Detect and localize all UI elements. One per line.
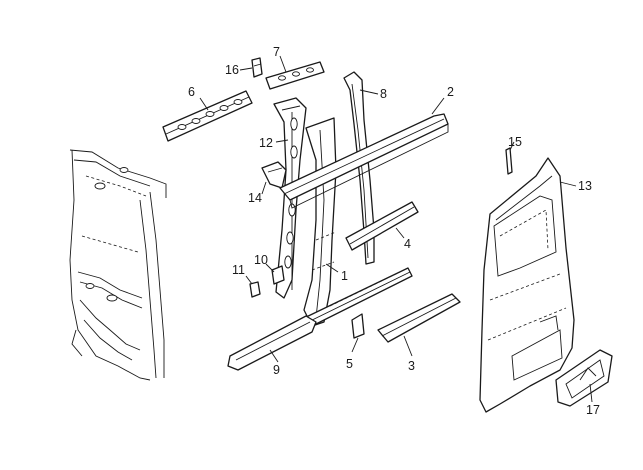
part-14-bracket [261, 161, 287, 189]
callout-8: 8 [380, 87, 387, 101]
callout-9: 9 [273, 363, 280, 377]
callout-1: 1 [341, 269, 348, 283]
callout-10: 10 [254, 253, 268, 267]
part-4-side-member [345, 201, 419, 251]
callout-2: 2 [447, 85, 454, 99]
part-1-b-pillar [303, 117, 337, 327]
part-10-bracket [271, 265, 285, 285]
part-13-sliding-door [479, 157, 575, 413]
callout-12: 12 [259, 136, 273, 150]
callout-7: 7 [273, 45, 280, 59]
part-6-roof-rail-reinforcement [162, 90, 253, 142]
part-16-bracket [251, 57, 263, 78]
part-17-window-frame [555, 349, 613, 407]
callout-13: 13 [578, 179, 592, 193]
callout-6: 6 [188, 85, 195, 99]
callout-17: 17 [586, 403, 600, 417]
callout-labels: 1 2 3 4 5 6 7 8 9 10 11 12 13 14 15 16 1… [188, 45, 600, 417]
part-15-strip [505, 147, 513, 175]
callout-14: 14 [248, 191, 262, 205]
callout-16: 16 [225, 63, 239, 77]
part-5-plate [351, 313, 365, 339]
callout-15: 15 [508, 135, 522, 149]
callout-3: 3 [408, 359, 415, 373]
part-9-sill [227, 315, 317, 371]
part-2-roof-side-rail [279, 113, 449, 209]
part-7-upper-rail [265, 61, 325, 90]
body-frame [69, 149, 167, 381]
callout-11: 11 [232, 263, 245, 277]
part-3-rocker-panel [377, 293, 461, 343]
callout-4: 4 [404, 237, 411, 251]
part-11-clip [249, 281, 261, 298]
callout-5: 5 [346, 357, 353, 371]
leader-lines [199, 55, 593, 403]
